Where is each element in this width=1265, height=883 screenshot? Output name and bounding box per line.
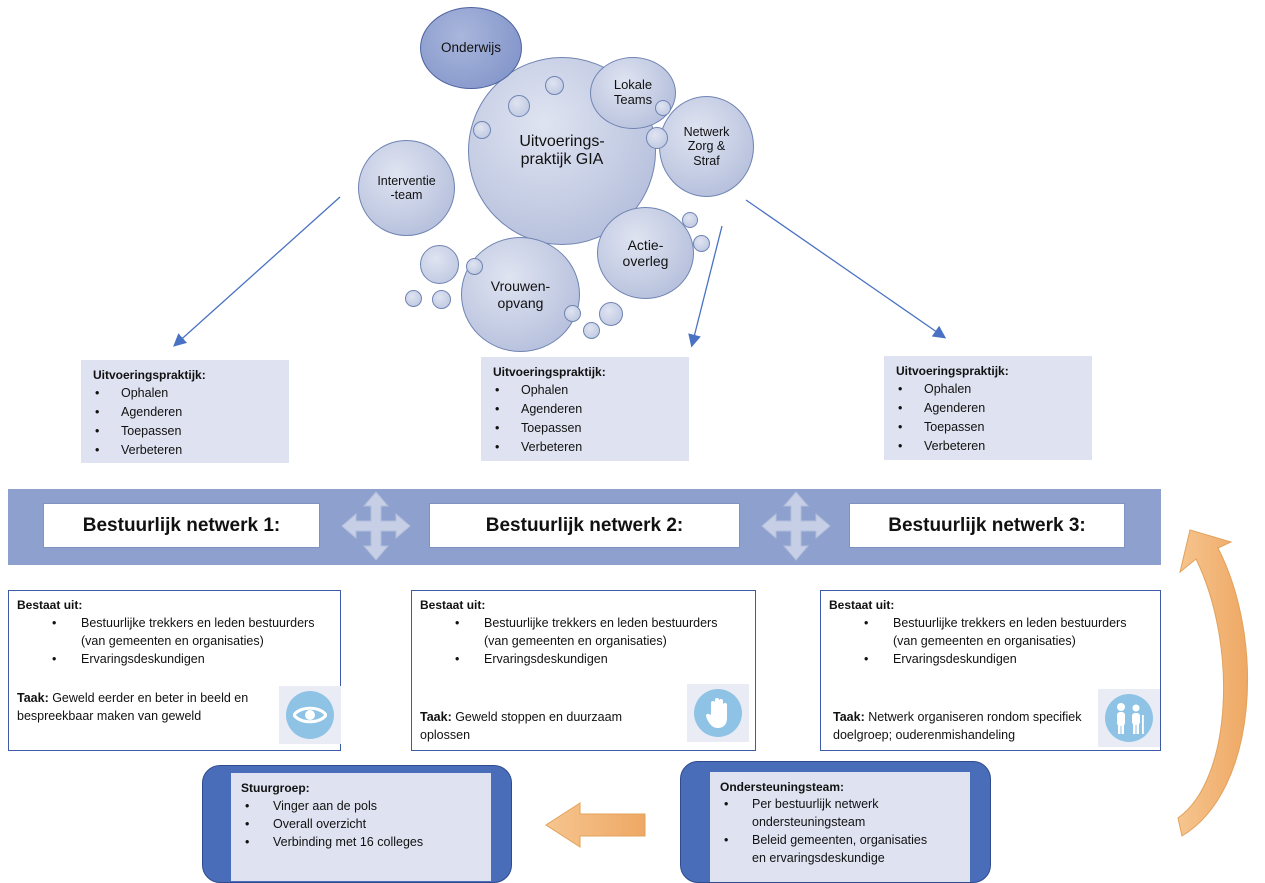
- stuurgroep-box: Stuurgroep: Vinger aan de pols Overall o…: [202, 765, 512, 883]
- dot: [682, 212, 698, 228]
- praktijk-item: Ophalen: [896, 380, 1082, 399]
- bestaat-item: Ervaringsdeskundigen: [829, 650, 1152, 668]
- praktijk-item: Agenderen: [493, 400, 679, 419]
- four-way-arrow-icon: [761, 491, 831, 561]
- dot: [420, 245, 459, 284]
- four-way-arrow-icon: [341, 491, 411, 561]
- praktijk-title: Uitvoeringspraktijk:: [93, 368, 206, 382]
- praktijk-item: Verbeteren: [93, 441, 279, 460]
- bubble-lokale-teams: Lokale Teams: [590, 57, 676, 129]
- dot: [693, 235, 710, 252]
- bubble-netwerk-zorg-straf: Netwerk Zorg & Straf: [659, 96, 754, 197]
- network-box-1: Bestuurlijk netwerk 1:: [43, 503, 320, 548]
- dot: [646, 127, 668, 149]
- stuurgroep-item: Verbinding met 16 colleges: [241, 833, 481, 851]
- praktijk-box-2: Uitvoeringspraktijk: Ophalen Agenderen T…: [481, 357, 689, 461]
- taak-text: Taak: Geweld eerder en beter in beeld en…: [17, 689, 279, 725]
- bestaat-item: Ervaringsdeskundigen: [420, 650, 747, 668]
- ondersteuningsteam-inner: Ondersteuningsteam: Per bestuurlijk netw…: [710, 772, 970, 882]
- network-detail-box-2: Bestaat uit: Bestuurlijke trekkers en le…: [411, 590, 756, 751]
- icon-box: [687, 684, 749, 742]
- praktijk-item: Toepassen: [896, 418, 1082, 437]
- ondersteuningsteam-box: Ondersteuningsteam: Per bestuurlijk netw…: [680, 761, 991, 883]
- dot: [432, 290, 451, 309]
- arrow-to-praktijk-2: [688, 225, 723, 348]
- left-orange-arrow: [545, 802, 646, 848]
- praktijk-item: Toepassen: [93, 422, 279, 441]
- taak-text: Taak: Geweld stoppen en duurzaam oplosse…: [420, 708, 670, 744]
- icon-box: [279, 686, 341, 744]
- dot: [466, 258, 483, 275]
- bubble-actie-overleg: Actie- overleg: [597, 207, 694, 299]
- dot: [583, 322, 600, 339]
- feedback-curved-arrow: [1177, 529, 1249, 837]
- praktijk-title: Uitvoeringspraktijk:: [896, 364, 1009, 378]
- stuurgroep-title: Stuurgroep:: [241, 781, 310, 795]
- taak-text: Taak: Netwerk organiseren rondom specifi…: [833, 708, 1098, 744]
- stuurgroep-item: Vinger aan de pols: [241, 797, 481, 815]
- dot: [564, 305, 581, 322]
- praktijk-item: Ophalen: [93, 384, 279, 403]
- taak-label: Taak:: [17, 691, 49, 705]
- praktijk-item: Agenderen: [93, 403, 279, 422]
- praktijk-item: Ophalen: [493, 381, 679, 400]
- bestaat-title: Bestaat uit:: [420, 598, 486, 612]
- bestaat-item: Ervaringsdeskundigen: [17, 650, 332, 668]
- icon-box: [1098, 689, 1160, 747]
- network-box-3: Bestuurlijk netwerk 3:: [849, 503, 1125, 548]
- bestaat-item: Bestuurlijke trekkers en leden bestuurde…: [829, 614, 1152, 650]
- family-icon: [1105, 694, 1153, 742]
- dot: [405, 290, 422, 307]
- bestaat-item: Bestuurlijke trekkers en leden bestuurde…: [17, 614, 332, 650]
- taak-label: Taak:: [833, 710, 865, 724]
- network-box-2: Bestuurlijk netwerk 2:: [429, 503, 740, 548]
- dot: [508, 95, 530, 117]
- ondersteuningsteam-item: Per bestuurlijk netwerk ondersteuningste…: [720, 795, 960, 831]
- ondersteuningsteam-title: Ondersteuningsteam:: [720, 780, 845, 794]
- bubble-vrouwenopvang: Vrouwen- opvang: [461, 237, 580, 352]
- stuurgroep-item: Overall overzicht: [241, 815, 481, 833]
- eye-icon: [286, 691, 334, 739]
- hand-stop-icon: [694, 689, 742, 737]
- praktijk-box-3: Uitvoeringspraktijk: Ophalen Agenderen T…: [884, 356, 1092, 460]
- dot: [599, 302, 623, 326]
- dot: [545, 76, 564, 95]
- taak-value: Netwerk organiseren rondom specifiek doe…: [833, 710, 1082, 742]
- praktijk-box-1: Uitvoeringspraktijk: Ophalen Agenderen T…: [81, 360, 289, 463]
- bestaat-title: Bestaat uit:: [829, 598, 895, 612]
- bubble-interventie-team: Interventie -team: [358, 140, 455, 236]
- network-detail-box-1: Bestaat uit: Bestuurlijke trekkers en le…: [8, 590, 341, 751]
- dot: [473, 121, 491, 139]
- stuurgroep-inner: Stuurgroep: Vinger aan de pols Overall o…: [231, 773, 491, 881]
- bubble-onderwijs: Onderwijs: [420, 7, 522, 89]
- praktijk-item: Verbeteren: [896, 437, 1082, 456]
- taak-value: Geweld stoppen en duurzaam oplossen: [420, 710, 622, 742]
- praktijk-item: Toepassen: [493, 419, 679, 438]
- taak-label: Taak:: [420, 710, 452, 724]
- bestaat-title: Bestaat uit:: [17, 598, 83, 612]
- arrow-to-praktijk-1: [173, 196, 341, 347]
- bestaat-item: Bestuurlijke trekkers en leden bestuurde…: [420, 614, 747, 650]
- praktijk-item: Agenderen: [896, 399, 1082, 418]
- praktijk-title: Uitvoeringspraktijk:: [493, 365, 606, 379]
- ondersteuningsteam-item: Beleid gemeenten, organisaties en ervari…: [720, 831, 960, 867]
- taak-value: Geweld eerder en beter in beeld en bespr…: [17, 691, 249, 723]
- praktijk-item: Verbeteren: [493, 438, 679, 457]
- arrow-to-praktijk-3: [745, 199, 947, 339]
- dot: [655, 100, 671, 116]
- network-detail-box-3: Bestaat uit: Bestuurlijke trekkers en le…: [820, 590, 1161, 751]
